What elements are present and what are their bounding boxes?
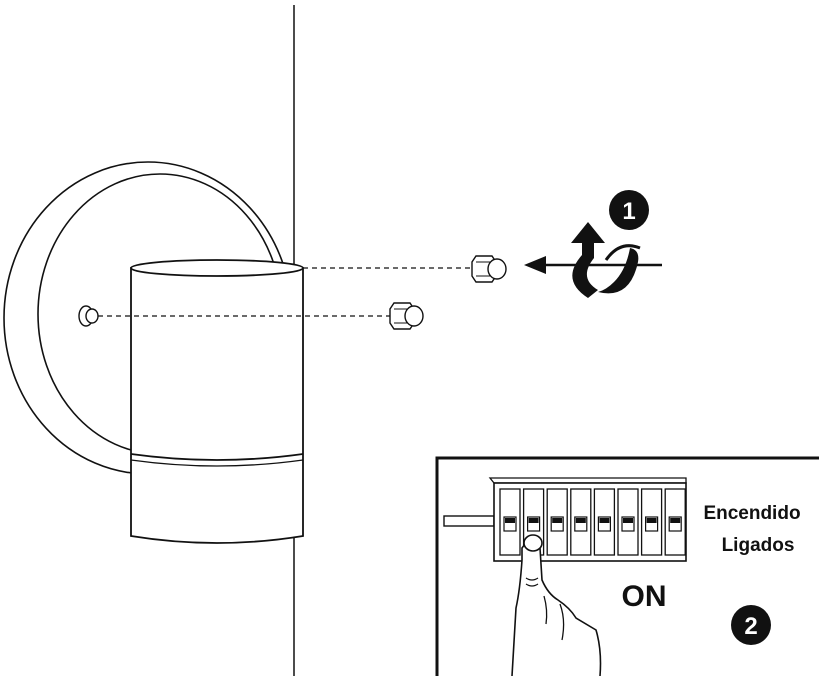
dip-switch-inset: Encendido Ligados ON 2 (435, 456, 819, 676)
dip-switch-1 (499, 488, 521, 556)
screw-cap-bottom (389, 302, 424, 330)
label-ligados: Ligados (722, 535, 795, 556)
rotate-clockwise-icon (571, 222, 641, 298)
dip-switch-4 (570, 488, 592, 556)
switch-lead (443, 515, 495, 527)
screw-cap-top (471, 255, 507, 283)
on-label: ON (622, 580, 667, 613)
lamp-cylinder (130, 259, 304, 544)
dip-switch-3 (546, 488, 568, 556)
plate-screw (78, 305, 99, 327)
step-2-badge: 2 (731, 605, 771, 645)
dip-switch-8 (664, 488, 686, 556)
step-1-number: 1 (622, 198, 635, 225)
step-1-badge: 1 (609, 190, 649, 230)
insert-arrow-icon (524, 256, 662, 274)
dip-switch-7 (640, 488, 663, 556)
label-encendido: Encendido (703, 503, 800, 524)
dip-switch-block (488, 477, 687, 562)
finger-pressing-icon (511, 534, 602, 676)
step-2-number: 2 (744, 613, 757, 640)
dip-switch-6 (617, 488, 639, 556)
dip-switch-5 (593, 488, 616, 556)
